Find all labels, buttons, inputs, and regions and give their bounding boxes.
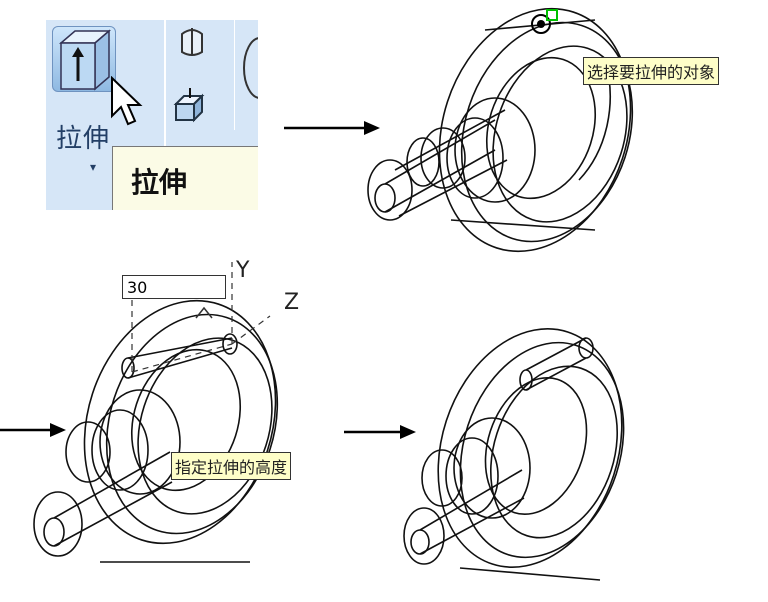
flow-arrow-icon <box>0 423 66 437</box>
wireframe-viewport-result[interactable] <box>380 318 680 602</box>
presspull-icon <box>173 88 205 123</box>
presspull-button[interactable] <box>170 86 206 123</box>
select-object-prompt: 选择要拉伸的对象 <box>583 57 720 85</box>
extrude-button[interactable] <box>52 26 116 92</box>
dropdown-arrow-icon[interactable]: ▾ <box>90 160 97 174</box>
specify-height-prompt: 指定拉伸的高度 <box>171 452 292 480</box>
extrude-label[interactable]: 拉伸 <box>56 124 111 154</box>
mouse-cursor-icon <box>111 76 143 126</box>
flow-arrow-icon <box>284 121 380 135</box>
tooltip-title: 拉伸 <box>131 166 188 199</box>
wireframe-viewport-select[interactable] <box>355 0 768 262</box>
revolve-button[interactable] <box>174 24 210 60</box>
ribbon-divider <box>164 20 166 210</box>
revolve-icon <box>181 28 203 56</box>
selection-marker-icon <box>546 9 558 21</box>
extrude-icon <box>58 29 112 91</box>
flow-arrow-icon <box>344 425 416 439</box>
axis-z-label: Z <box>284 290 300 315</box>
partial-icon <box>243 37 258 99</box>
height-input[interactable]: 30 <box>122 275 226 299</box>
ribbon-divider <box>234 20 235 130</box>
ribbon-panel: 拉伸 ▾ 拉伸 <box>46 20 258 210</box>
extrude-tooltip: 拉伸 <box>112 146 258 210</box>
wireframe-viewport-height[interactable] <box>0 262 350 602</box>
axis-y-label: Y <box>236 258 250 283</box>
